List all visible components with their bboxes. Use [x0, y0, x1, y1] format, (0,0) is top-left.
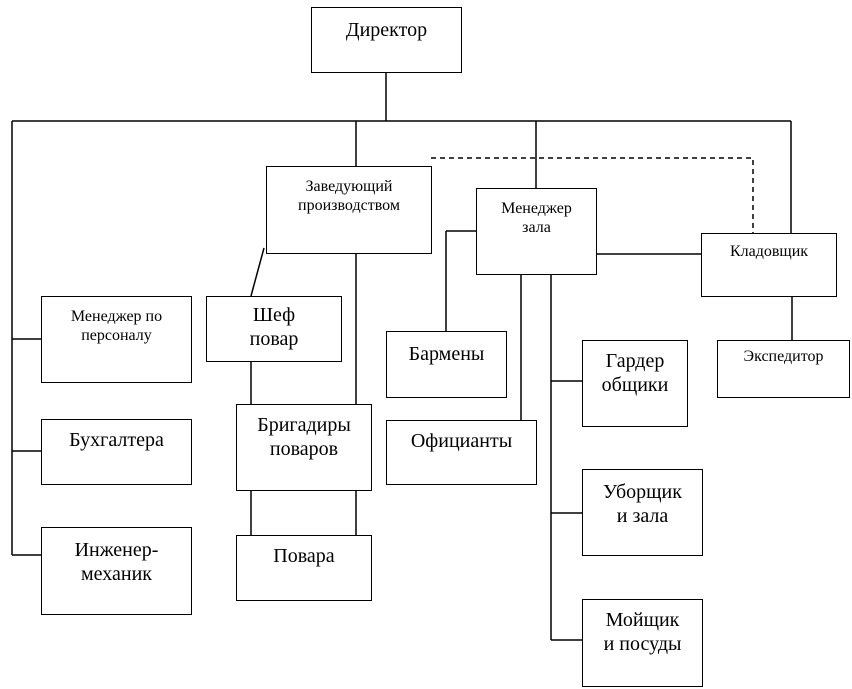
node-storekeeper: Кладовщик [701, 233, 837, 297]
node-hall-manager: Менеджер зала [476, 188, 597, 275]
node-cleaner-label: Уборщик и зала [603, 481, 682, 527]
node-accountants-label: Бухгалтера [69, 429, 164, 451]
node-dishwasher-label: Мойщик и посуды [603, 609, 682, 655]
node-bartenders: Бармены [386, 331, 507, 398]
node-director: Директор [311, 7, 462, 73]
node-chef: Шеф повар [206, 296, 342, 362]
node-cloakroom-label: Гардер общики [601, 350, 669, 396]
node-foremen-cooks: Бригадиры поваров [236, 404, 372, 491]
node-cooks: Повара [236, 535, 372, 601]
node-head-production: Заведующий производством [266, 166, 432, 254]
node-forwarder-label: Экспедитор [743, 348, 824, 365]
node-hr-manager-label: Менеджер по персоналу [70, 308, 163, 345]
node-storekeeper-label: Кладовщик [729, 243, 809, 260]
node-bartenders-label: Бармены [408, 343, 485, 365]
node-cleaner: Уборщик и зала [582, 469, 703, 556]
node-head-production-label: Заведующий производством [298, 178, 400, 215]
node-director-label: Директор [345, 19, 428, 41]
node-forwarder: Экспедитор [717, 340, 850, 398]
node-engineer: Инженер- механик [41, 527, 192, 615]
node-cloakroom: Гардер общики [582, 340, 688, 427]
node-chef-label: Шеф повар [249, 304, 299, 350]
node-dishwasher: Мойщик и посуды [582, 599, 703, 687]
node-waiters-label: Официанты [410, 430, 513, 452]
node-foremen-cooks-label: Бригадиры поваров [257, 414, 351, 460]
node-cooks-label: Повара [273, 545, 335, 567]
node-accountants: Бухгалтера [41, 419, 192, 485]
node-engineer-label: Инженер- механик [74, 539, 159, 585]
node-hall-manager-label: Менеджер зала [501, 200, 572, 237]
node-waiters: Официанты [386, 420, 537, 485]
node-hr-manager: Менеджер по персоналу [41, 296, 192, 383]
